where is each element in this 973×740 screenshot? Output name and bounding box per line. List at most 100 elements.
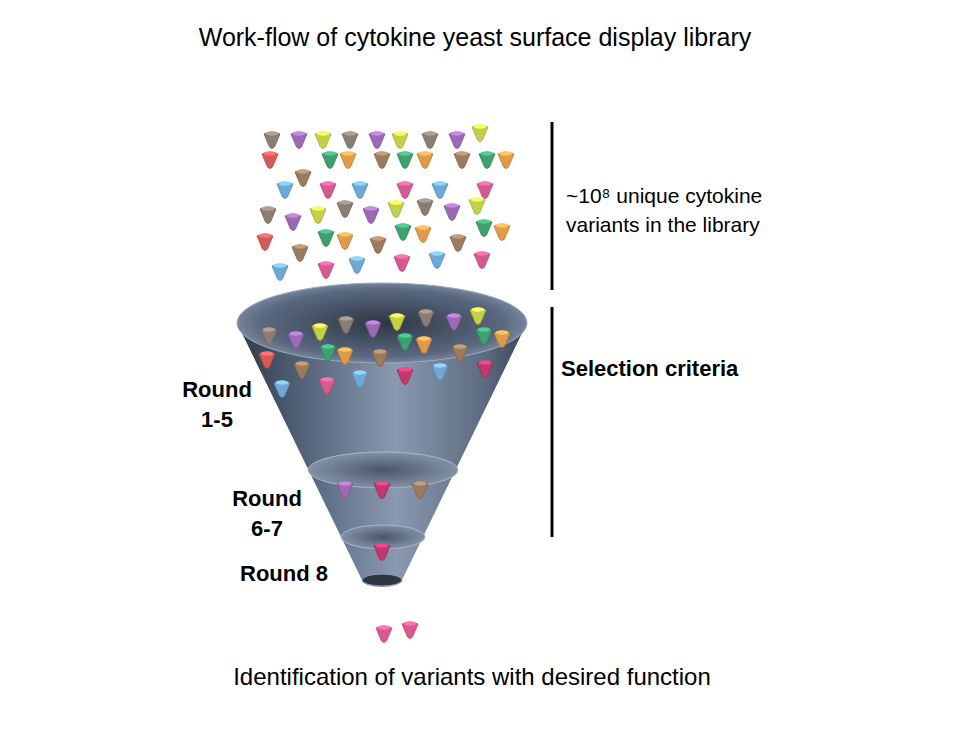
cone-top (424, 131, 437, 135)
cone-top (500, 151, 513, 155)
cytokine-variant (310, 206, 326, 223)
cone-top (399, 181, 412, 185)
cone-top (399, 333, 412, 337)
cone-top (391, 313, 404, 317)
cone-top (279, 181, 292, 185)
cone-body (257, 234, 273, 251)
funnel-outlet (362, 574, 402, 586)
cytokine-variant (337, 200, 353, 217)
cone-body (312, 324, 328, 341)
cytokine-variant (432, 363, 448, 380)
cytokine-variant (446, 313, 462, 330)
cone-top (296, 361, 309, 365)
round-label: Round 6-7 (222, 484, 312, 543)
cone-body (432, 182, 448, 199)
cytokine-variant (397, 333, 413, 350)
cone-body (397, 334, 413, 351)
cytokine-variant (479, 151, 495, 168)
cytokine-variant (259, 351, 275, 368)
cone-top (479, 360, 492, 364)
cone-body (402, 622, 418, 639)
cone-body (477, 182, 493, 199)
cone-top (339, 347, 352, 351)
cone-top (394, 131, 407, 135)
cytokine-variant (429, 251, 445, 268)
cytokine-variant (476, 327, 492, 344)
cone-body (318, 230, 334, 247)
cone-top (287, 213, 300, 217)
cone-top (478, 219, 491, 223)
cytokine-variant (395, 223, 411, 240)
funnel-top (237, 283, 527, 363)
cytokine-variant (417, 151, 433, 168)
cone-top (322, 344, 335, 348)
cone-top (452, 234, 465, 238)
cone-top (472, 307, 485, 311)
cone-body (291, 132, 307, 149)
cone-top (431, 251, 444, 255)
cone-body (416, 337, 432, 354)
cone-top (276, 380, 289, 384)
cytokine-variant (322, 151, 338, 168)
cone-top (378, 625, 391, 629)
cone-body (446, 314, 462, 331)
cone-body (397, 152, 413, 169)
cone-body (472, 125, 488, 142)
cone-top (312, 206, 325, 210)
cytokine-variant (264, 131, 280, 148)
round-label: Round 1-5 (172, 375, 262, 434)
cone-top (414, 481, 427, 485)
cone-top (297, 169, 310, 173)
cytokine-variant (295, 169, 311, 186)
cone-top (317, 131, 330, 135)
cytokine-variant (494, 223, 510, 240)
cone-top (294, 244, 307, 248)
cytokine-variant (498, 151, 514, 168)
cytokine-variant (374, 543, 390, 560)
cone-body (418, 310, 434, 327)
cone-top (354, 370, 367, 374)
cone-body (444, 204, 460, 221)
cone-body (469, 198, 485, 215)
cone-body (262, 152, 278, 169)
cone-body (397, 182, 413, 199)
cone-top (399, 151, 412, 155)
cone-body (342, 132, 358, 149)
cytokine-variant (340, 151, 356, 168)
cytokine-variant (494, 330, 510, 347)
cone-body (395, 224, 411, 241)
cone-body (315, 132, 331, 149)
cone-top (376, 543, 389, 547)
cone-top (374, 349, 387, 353)
cytokine-variant (349, 256, 365, 273)
cone-top (365, 206, 378, 210)
cone-body (318, 262, 334, 279)
cytokine-variant (416, 336, 432, 353)
cone-body (352, 371, 368, 388)
selection-label: Selection criteria (561, 356, 791, 382)
cone-body (338, 317, 354, 334)
cone-top (448, 313, 461, 317)
cone-body (432, 364, 448, 381)
cone-body (415, 226, 431, 243)
cytokine-variant (274, 380, 290, 397)
cone-top (454, 344, 467, 348)
cone-top (371, 131, 384, 135)
cone-top (474, 124, 487, 128)
cytokine-variant (312, 323, 328, 340)
cytokine-variant (469, 197, 485, 214)
cone-top (351, 256, 364, 260)
cone-top (339, 200, 352, 204)
cone-top (339, 232, 352, 236)
diagram-caption: Identification of variants with desired … (0, 663, 944, 692)
cone-body (310, 207, 326, 224)
cytokine-variant (452, 344, 468, 361)
cytokine-variant (319, 377, 335, 394)
cone-body (259, 352, 275, 369)
cone-top (478, 327, 491, 331)
cone-body (319, 378, 335, 395)
cytokine-variant (337, 481, 353, 498)
cone-top (290, 331, 303, 335)
cytokine-variant (397, 367, 413, 384)
cone-body (412, 482, 428, 499)
